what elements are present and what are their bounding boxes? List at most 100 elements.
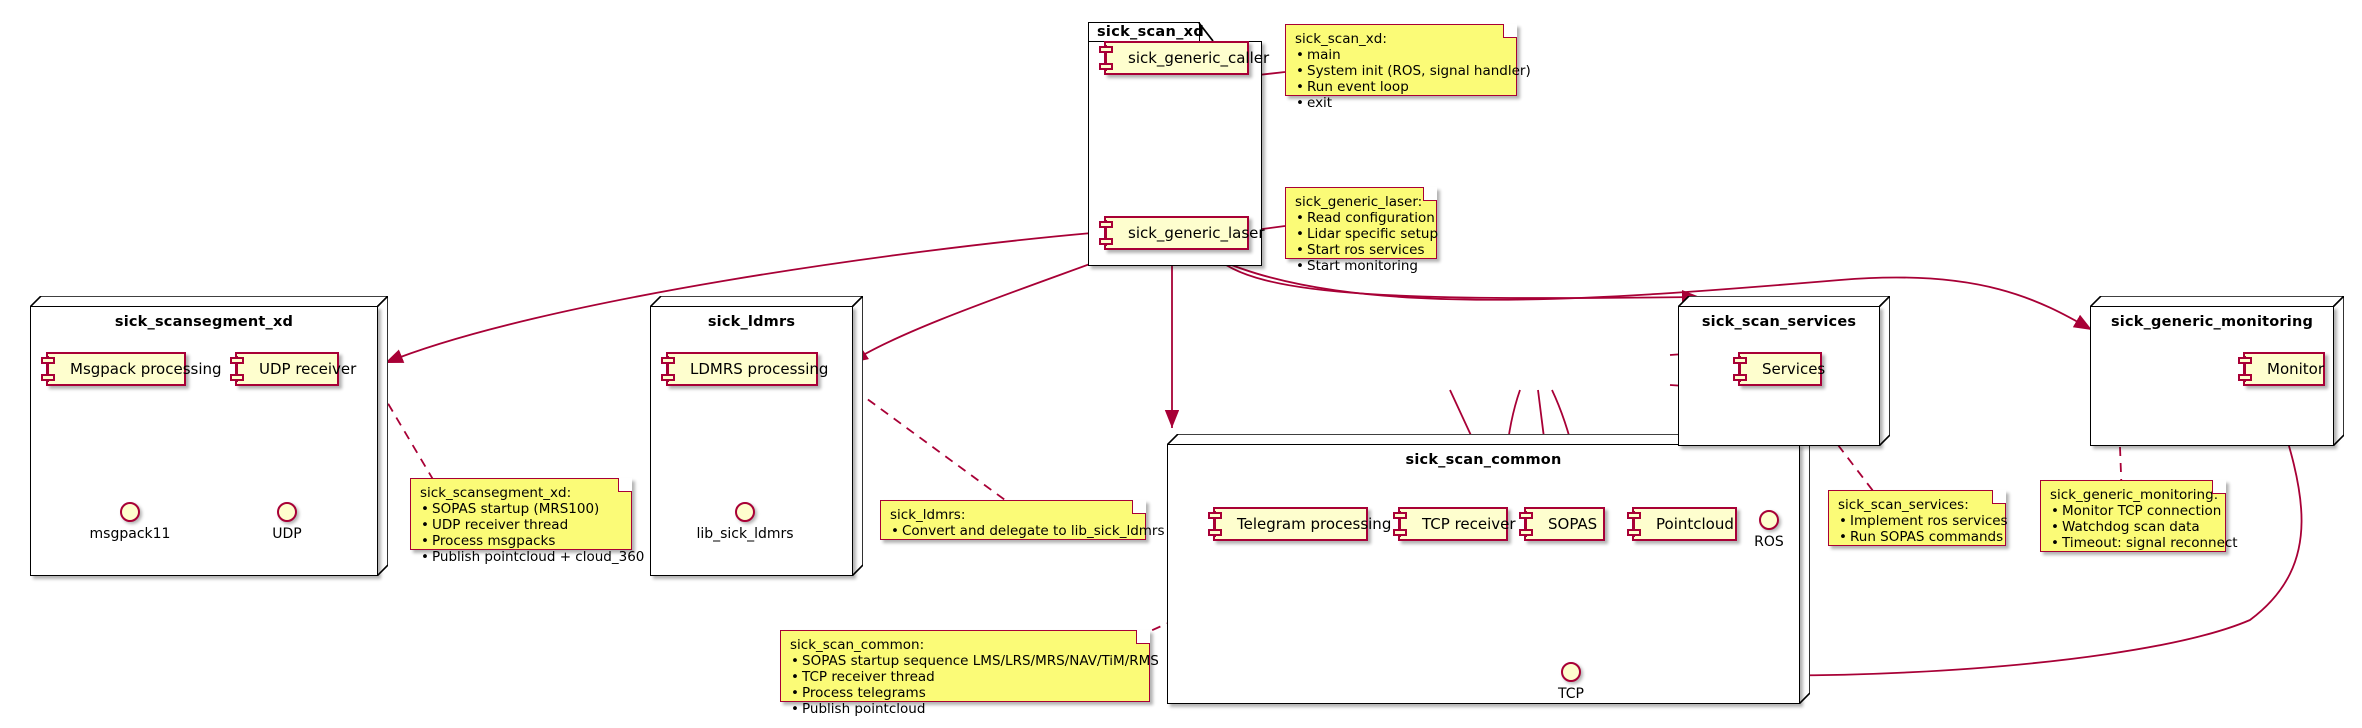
interface-ball [277,502,297,522]
anchor-note-ldmrs [854,389,1006,501]
node-face [30,306,378,576]
node-title: sick_scan_services [1701,314,1857,330]
component-label: TCP receiver [1422,514,1516,533]
component-label: LDMRS processing [690,359,829,378]
component-label: Pointcloud [1656,514,1734,533]
note-list: Implement ros services Run SOPAS command… [1838,513,2008,545]
interface-ball [735,502,755,522]
note-item: main [1295,47,1506,63]
note-fold-corner [1132,500,1146,514]
node-sick-scansegment-xd[interactable]: sick_scansegment_xd [30,296,388,576]
component-label: Monitor [2267,359,2325,378]
interface-label: lib_sick_ldmrs [696,526,794,542]
component-label: SOPAS [1548,514,1598,533]
interface-udp[interactable]: UDP [272,502,302,542]
node-3d-right [377,296,388,576]
component-sopas[interactable]: SOPAS [1519,507,1605,541]
note-item: SOPAS startup (MRS100) [420,501,621,517]
note-item: Monitor TCP connection [2050,503,2221,519]
component-sick-generic-caller[interactable]: sick_generic_caller [1099,41,1269,75]
component-label: sick_generic_laser [1128,223,1265,242]
component-sick-generic-laser[interactable]: sick_generic_laser [1099,216,1265,250]
interface-ball [1759,510,1779,530]
component-icon [2238,356,2252,382]
node-3d-right [1879,296,1890,446]
note-item: Implement ros services [1838,513,2008,529]
note-header: sick_scansegment_xd: [420,485,572,501]
component-icon [1733,356,1747,382]
note-header: sick_scan_common: [790,637,925,653]
component-icon [1627,511,1641,537]
note-list: SOPAS startup (MRS100) UDP receiver thre… [420,501,644,565]
component-monitor[interactable]: Monitor [2238,352,2325,386]
component-label: sick_generic_caller [1128,48,1270,67]
note-item: SOPAS startup sequence LMS/LRS/MRS/NAV/T… [790,653,1159,669]
note-sick-scan-common[interactable]: sick_scan_common: SOPAS startup sequence… [780,630,1159,717]
node-title: sick_scansegment_xd [114,314,294,330]
component-icon [1099,220,1113,246]
note-sick-ldmrs[interactable]: sick_ldmrs: Convert and delegate to lib_… [880,500,1165,540]
interface-lib-sick-ldmrs[interactable]: lib_sick_ldmrs [696,502,794,542]
note-item: Run event loop [1295,79,1506,95]
component-icon [1099,45,1113,71]
note-item: Process msgpacks [420,533,621,549]
component-label: Msgpack processing [70,359,222,378]
node-sick-scan-common[interactable]: sick_scan_common [1167,434,1810,704]
note-item: Timeout: signal reconnect [2050,535,2238,551]
note-item: TCP receiver thread [790,669,1139,685]
note-item: Start ros services [1295,242,1426,258]
interface-label: TCP [1558,686,1584,702]
note-fold-corner [2212,480,2226,494]
note-sick-generic-laser[interactable]: sick_generic_laser: Read configuration L… [1285,187,1438,274]
edge-laser-to-services [1211,252,1701,305]
node-title: sick_scan_common [1405,452,1562,468]
component-tcp-receiver[interactable]: TCP receiver [1393,507,1516,541]
interface-tcp[interactable]: TCP [1558,662,1584,702]
interface-ros[interactable]: ROS [1754,510,1784,550]
node-3d-right [852,296,863,576]
component-label: UDP receiver [259,359,357,378]
interface-label: msgpack11 [89,526,171,542]
note-sick-scan-services[interactable]: sick_scan_services: Implement ros servic… [1828,490,2008,546]
component-icon [1208,511,1222,537]
component-ldmrs-processing[interactable]: LDMRS processing [661,352,828,386]
note-sick-generic-monitoring[interactable]: sick_generic_monitoring: Monitor TCP con… [2040,480,2238,552]
note-item: Publish pointcloud + cloud_360 [420,549,644,565]
note-header: sick_generic_monitoring: [2050,487,2219,503]
note-item: Process telegrams [790,685,1139,701]
component-icon [41,356,55,382]
component-services[interactable]: Services [1733,352,1825,386]
node-face [650,306,853,576]
component-icon [1393,511,1407,537]
note-list: main System init (ROS, signal handler) R… [1295,47,1531,111]
note-fold-corner [1136,630,1150,644]
note-header: sick_scan_xd: [1295,31,1387,47]
component-telegram-processing[interactable]: Telegram processing [1208,507,1391,541]
note-item: Read configuration [1295,210,1435,226]
note-list: Convert and delegate to lib_sick_ldmrs [890,523,1165,539]
package-tab: sick_scan_xd [1088,22,1204,43]
note-sick-scansegment-xd[interactable]: sick_scansegment_xd: SOPAS startup (MRS1… [410,478,644,565]
note-fold-corner [618,478,632,492]
note-item: System init (ROS, signal handler) [1295,63,1531,79]
component-udp-receiver[interactable]: UDP receiver [230,352,356,386]
component-pointcloud[interactable]: Pointcloud [1627,507,1737,541]
note-header: sick_ldmrs: [890,507,966,523]
node-sick-ldmrs[interactable]: sick_ldmrs [650,296,863,576]
component-label: Services [1762,359,1826,378]
note-list: SOPAS startup sequence LMS/LRS/MRS/NAV/T… [790,653,1159,717]
package-title: sick_scan_xd [1097,24,1205,40]
component-icon [661,356,675,382]
note-item: UDP receiver thread [420,517,621,533]
component-msgpack-processing[interactable]: Msgpack processing [41,352,222,386]
interface-msgpack11[interactable]: msgpack11 [90,502,170,542]
node-3d-right [2333,296,2344,446]
note-item: Start monitoring [1295,258,1426,274]
note-list: Read configuration Lidar specific setup … [1295,210,1438,274]
note-sick-scan-xd[interactable]: sick_scan_xd: main System init (ROS, sig… [1285,24,1531,111]
note-fold-corner [1503,24,1517,38]
component-icon [230,356,244,382]
note-header: sick_scan_services: [1838,497,1969,513]
note-fold-corner [1992,490,2006,504]
